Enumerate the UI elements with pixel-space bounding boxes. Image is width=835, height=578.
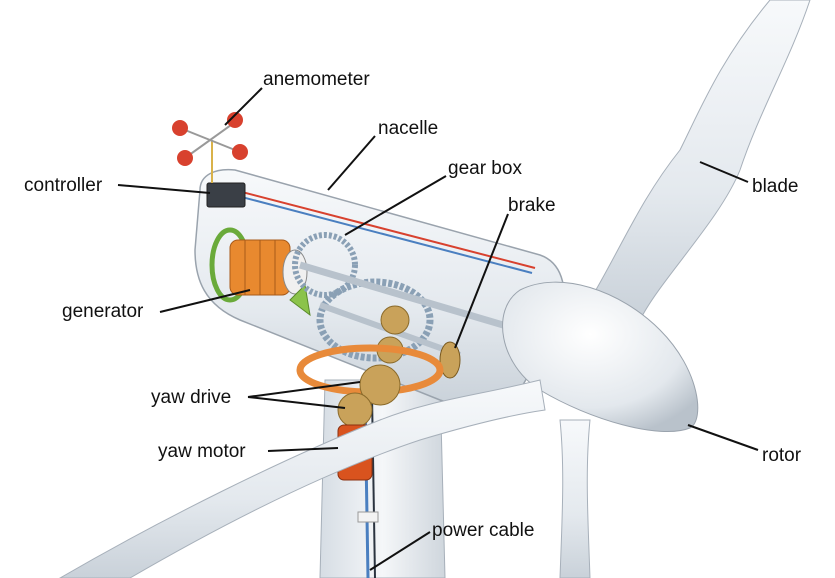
- leader-lines: [117, 87, 759, 571]
- label-generator: generator: [62, 301, 144, 322]
- label-brake: brake: [508, 195, 556, 216]
- label-power-cable: power cable: [432, 520, 535, 541]
- label-rotor: rotor: [762, 445, 802, 466]
- label-controller: controller: [24, 175, 103, 196]
- blade-lower: [559, 419, 591, 578]
- label-blade: blade: [752, 176, 799, 197]
- gear-box-unit: [292, 232, 521, 364]
- label-yaw-drive: yaw drive: [151, 387, 232, 408]
- blade-front: [59, 379, 546, 578]
- label-nacelle: nacelle: [378, 118, 439, 139]
- blade-upper: [589, 0, 811, 321]
- label-gear-box: gear box: [448, 158, 522, 179]
- controller-box: [206, 182, 246, 208]
- rotor-hub: [502, 281, 699, 432]
- brake-disc: [439, 341, 461, 379]
- label-anemometer: anemometer: [263, 69, 370, 90]
- anemometer-device: [172, 112, 248, 183]
- yaw-drive-gear: [359, 364, 401, 406]
- label-yaw-motor: yaw motor: [158, 441, 246, 462]
